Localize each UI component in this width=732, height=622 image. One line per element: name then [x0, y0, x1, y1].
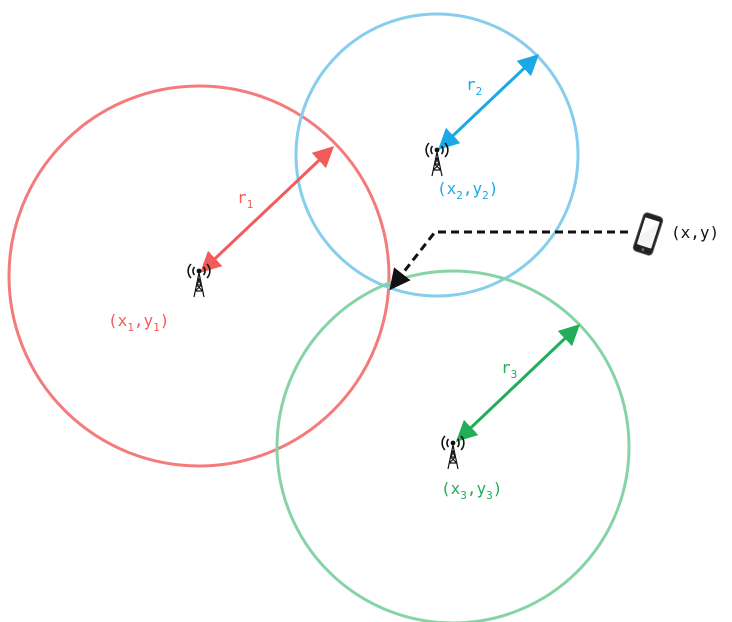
cell-tower-icon [187, 263, 211, 298]
coverage-circle-2 [294, 12, 580, 298]
tower-coord-label-3: (x3,y3) [441, 479, 502, 502]
tower-coord-label-2: (x2,y2) [437, 179, 498, 202]
radius-arrow-1 [199, 146, 335, 273]
cell-tower-icon [441, 435, 465, 470]
radius-label-2: r2 [466, 75, 482, 98]
smartphone-icon [632, 212, 664, 256]
coverage-circle-1 [7, 84, 391, 468]
tower-coord-label-1: (x1,y1) [108, 311, 169, 334]
coverage-circle-3 [275, 269, 631, 622]
radius-arrow-3 [455, 324, 581, 442]
radius-arrow-2 [437, 54, 540, 150]
phone-coord-label: (x,y) [671, 223, 719, 242]
radius-label-1: r1 [237, 188, 253, 211]
radius-label-3: r3 [501, 358, 517, 381]
phone-to-intersection-path [389, 230, 628, 291]
cell-tower-icon [425, 142, 449, 177]
